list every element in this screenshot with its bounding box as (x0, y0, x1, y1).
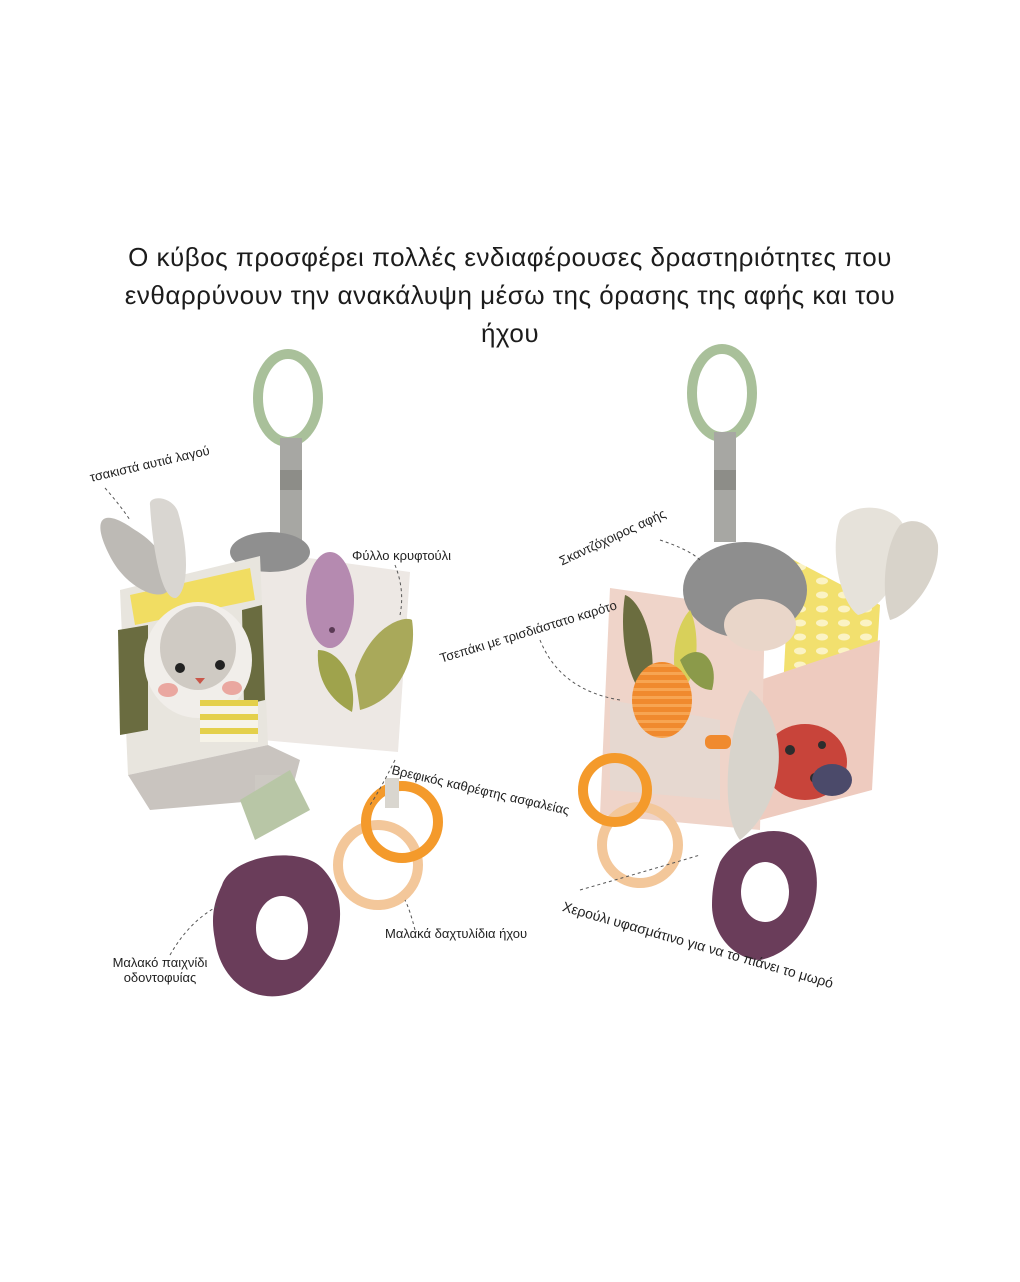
label-rings: Μαλακά δαχτυλίδια ήχου (385, 926, 528, 941)
right-carrot-pocket (610, 700, 720, 800)
leader-handle (579, 854, 701, 891)
left-sound-ring-orange (361, 781, 443, 863)
page-heading: Ο κύβος προσφέρει πολλές ενδιαφέρουσες δ… (40, 238, 980, 352)
leader-mirror (369, 759, 396, 806)
left-cube-toy (100, 349, 443, 997)
heading-line-1: Ο κύβος προσφέρει πολλές ενδιαφέρουσες δ… (128, 242, 892, 272)
right-cube-toy (578, 344, 939, 960)
left-teether-strap (240, 770, 310, 840)
heading-line-2: ενθαρρύνουν την ανακάλυψη μέσω της όραση… (124, 280, 896, 310)
right-carrot (632, 662, 692, 738)
right-link-ring (687, 344, 757, 442)
left-sound-ring-peach (333, 820, 423, 910)
label-teether: Μαλακό παιχνίδι οδοντοφυίας (90, 955, 230, 985)
label-teether-line-2: οδοντοφυίας (123, 970, 197, 985)
left-striped-shirt (200, 700, 258, 742)
leader-carrot (539, 639, 621, 701)
left-hideaway-leaf (355, 618, 414, 710)
label-leaf: Φύλλο κρυφτούλι (352, 548, 452, 563)
right-sound-ring-orange (578, 753, 652, 827)
leader-bunny-ears (104, 487, 131, 521)
leader-leaf (394, 564, 403, 616)
label-teether-line-1: Μαλακό παιχνίδι (112, 955, 208, 970)
left-link-ring (253, 349, 323, 447)
leader-rings (404, 899, 416, 931)
left-bunny-ears (100, 517, 171, 595)
heading-line-3: ήχου (480, 318, 540, 348)
leader-teether (169, 904, 221, 956)
callout-leaders (104, 487, 701, 956)
leader-hedgehog (659, 539, 701, 561)
left-strap (280, 438, 302, 546)
